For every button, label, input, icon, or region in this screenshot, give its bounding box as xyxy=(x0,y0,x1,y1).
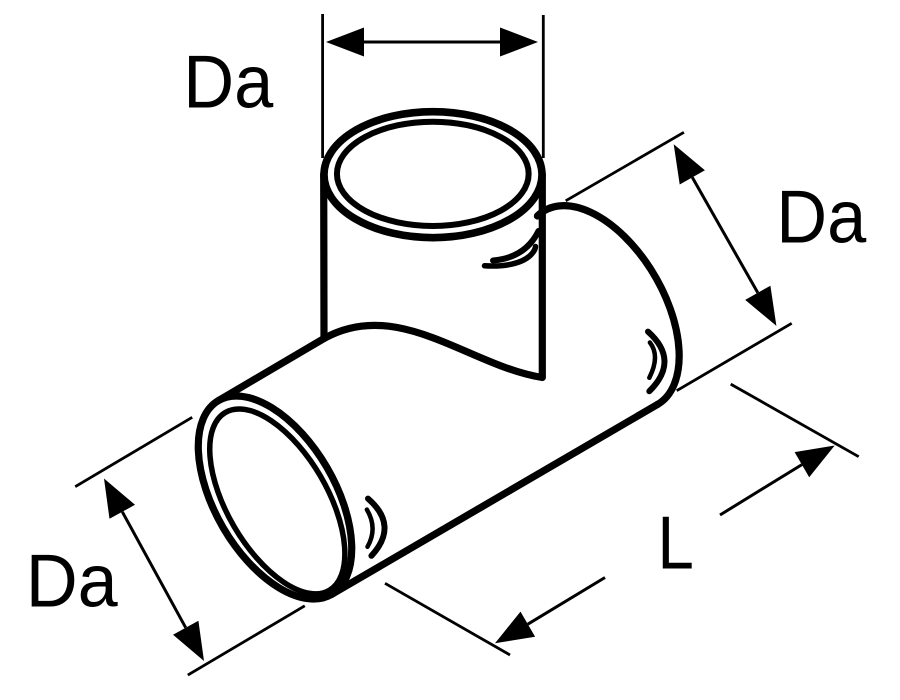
svg-text:L: L xyxy=(657,501,694,585)
svg-text:Da: Da xyxy=(183,40,273,124)
svg-text:Da: Da xyxy=(26,539,118,623)
svg-text:Da: Da xyxy=(776,175,866,259)
